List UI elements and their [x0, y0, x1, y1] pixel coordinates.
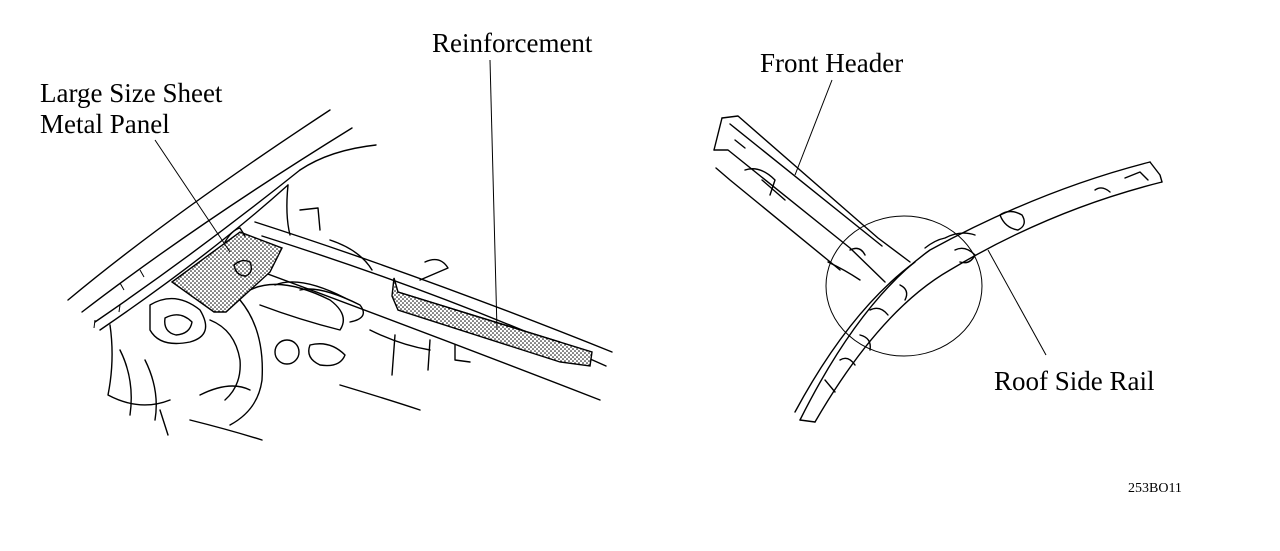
panel-leader — [154, 139, 231, 253]
figure-code: 253BO11 — [1128, 481, 1182, 496]
joint-detail-circle — [825, 215, 983, 357]
label-roof-side-rail: Roof Side Rail — [994, 366, 1155, 396]
label-reinforcement: Reinforcement — [432, 28, 593, 58]
label-front-header: Front Header — [760, 48, 903, 78]
roof-side-rail-leader — [987, 249, 1047, 356]
right-illustration — [713, 115, 1163, 423]
leader-lines — [154, 59, 1047, 356]
label-panel-line1: Large Size Sheet — [40, 78, 223, 108]
front-header-leader — [794, 79, 833, 176]
reinforcement-leader — [489, 59, 498, 331]
left-illustration — [67, 109, 613, 441]
label-panel-line2: Metal Panel — [40, 109, 170, 139]
large-sheet-metal-panel — [170, 231, 283, 313]
